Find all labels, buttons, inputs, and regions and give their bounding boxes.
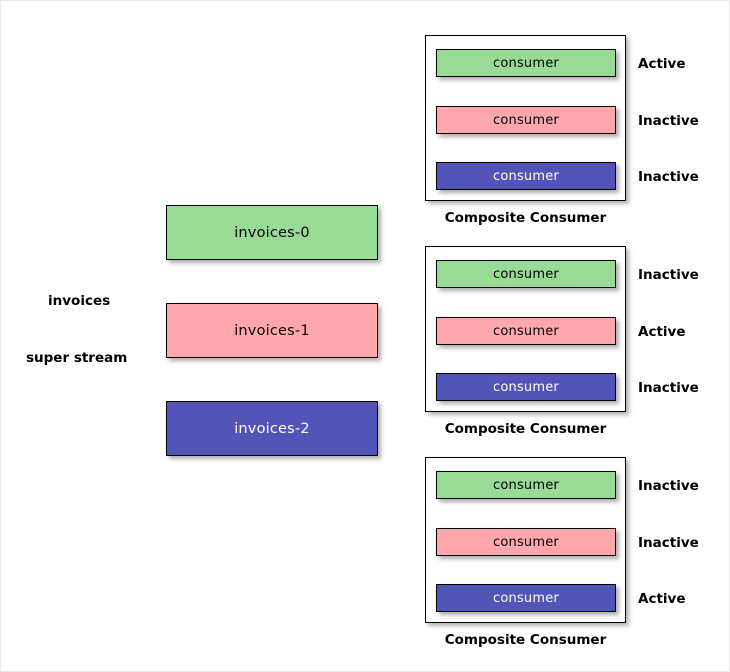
consumer-bar-3-2: consumer [436, 528, 616, 556]
composite-consumer-caption-2: Composite Consumer [444, 421, 607, 437]
consumer-bar-2-1: consumer [436, 260, 616, 288]
partition-box-invoices-2: invoices-2 [166, 401, 378, 456]
super-stream-kind-label: super stream [26, 350, 128, 366]
consumer-bar-2-2: consumer [436, 317, 616, 345]
super-stream-name-label: invoices [48, 293, 111, 309]
composite-consumer-caption-3: Composite Consumer [444, 632, 607, 648]
partition-box-invoices-1: invoices-1 [166, 303, 378, 358]
status-label-2-2: Active [638, 324, 686, 340]
status-label-3-3: Active [638, 591, 686, 607]
status-label-1-1: Active [638, 56, 686, 72]
composite-consumer-group-3: consumer consumer consumer [425, 457, 626, 623]
composite-consumer-group-2: consumer consumer consumer [425, 246, 626, 412]
consumer-bar-1-1: consumer [436, 49, 616, 77]
consumer-bar-3-3: consumer [436, 584, 616, 612]
status-label-1-2: Inactive [638, 113, 699, 129]
status-label-1-3: Inactive [638, 169, 699, 185]
composite-consumer-caption-1: Composite Consumer [444, 210, 607, 226]
status-label-3-1: Inactive [638, 478, 699, 494]
consumer-bar-3-1: consumer [436, 471, 616, 499]
status-label-2-3: Inactive [638, 380, 699, 396]
status-label-3-2: Inactive [638, 535, 699, 551]
status-label-2-1: Inactive [638, 267, 699, 283]
consumer-bar-2-3: consumer [436, 373, 616, 401]
consumer-bar-1-3: consumer [436, 162, 616, 190]
consumer-bar-1-2: consumer [436, 106, 616, 134]
composite-consumer-group-1: consumer consumer consumer [425, 35, 626, 201]
partition-box-invoices-0: invoices-0 [166, 205, 378, 260]
